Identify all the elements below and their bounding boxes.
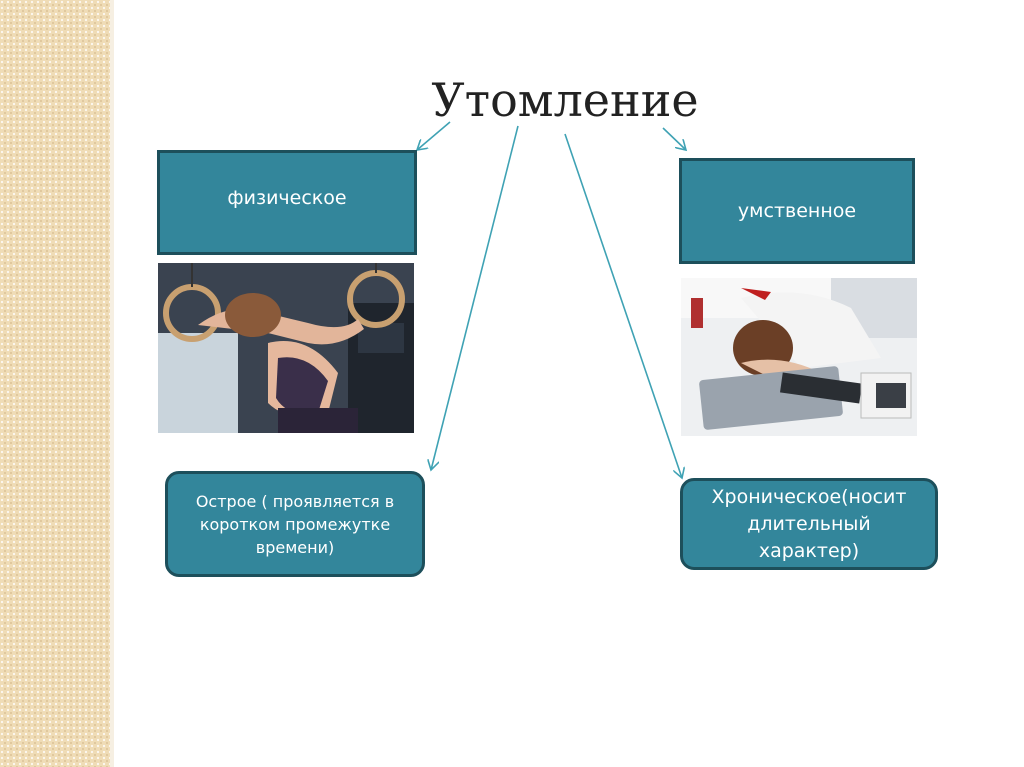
arrow-to-chronic [564, 133, 682, 478]
chronic-fatigue-label: Хроническое(носит длительный характер) [711, 485, 907, 562]
arrow-to-mental [662, 127, 686, 150]
arrow-to-physical [417, 121, 451, 150]
physical-fatigue-label: физическое [227, 186, 347, 209]
chronic-fatigue-box: Хроническое(носит длительный характер) [680, 478, 938, 570]
acute-fatigue-box: Острое ( проявляется в коротком промежут… [165, 471, 425, 577]
athlete-photo [158, 263, 414, 433]
physical-fatigue-box: физическое [157, 150, 417, 255]
decorative-sidebar [0, 0, 110, 767]
slide-title: Утомление [431, 73, 699, 127]
sidebar-edge [110, 0, 114, 767]
mental-fatigue-label: умственное [737, 200, 857, 222]
tired-worker-photo [681, 278, 917, 436]
acute-fatigue-label: Острое ( проявляется в коротком промежут… [195, 491, 395, 557]
mental-fatigue-box: умственное [679, 158, 915, 264]
arrow-to-acute [431, 125, 519, 470]
